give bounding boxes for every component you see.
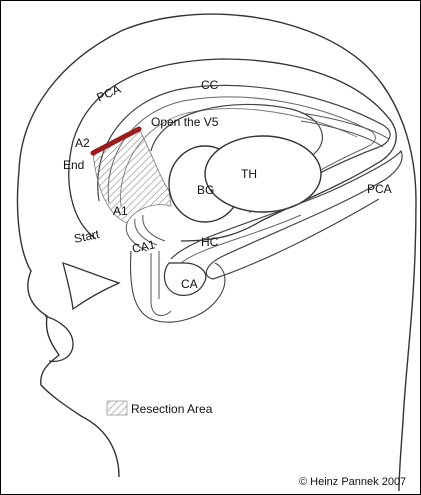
carotid-region-outer: [131, 251, 225, 322]
label-cc: CC: [201, 78, 219, 92]
label-bg: BG: [197, 183, 214, 197]
label-start: Start: [73, 227, 101, 246]
label-pca-top: PCA: [95, 82, 123, 105]
legend-resection-area: Resection Area: [131, 402, 213, 416]
copyright-text: © Heinz Pannek 2007: [299, 476, 406, 488]
label-a2: A2: [75, 136, 90, 150]
label-ca: CA: [181, 277, 198, 291]
label-pca-right: PCA: [367, 182, 392, 196]
legend-hatch-swatch: [107, 401, 127, 415]
label-ca1: CA1: [131, 237, 157, 256]
resection-region: [93, 129, 171, 223]
label-a1: A1: [113, 204, 128, 218]
label-hc: HC: [201, 235, 219, 249]
eye-outline: [63, 263, 119, 309]
label-end: End: [63, 158, 84, 172]
label-open-v5: Open the V5: [151, 115, 219, 129]
thalamus: [205, 136, 321, 212]
pca-posterior-vessel: [301, 113, 389, 147]
vessel-ca1: [151, 251, 171, 316]
label-th: TH: [241, 167, 257, 181]
